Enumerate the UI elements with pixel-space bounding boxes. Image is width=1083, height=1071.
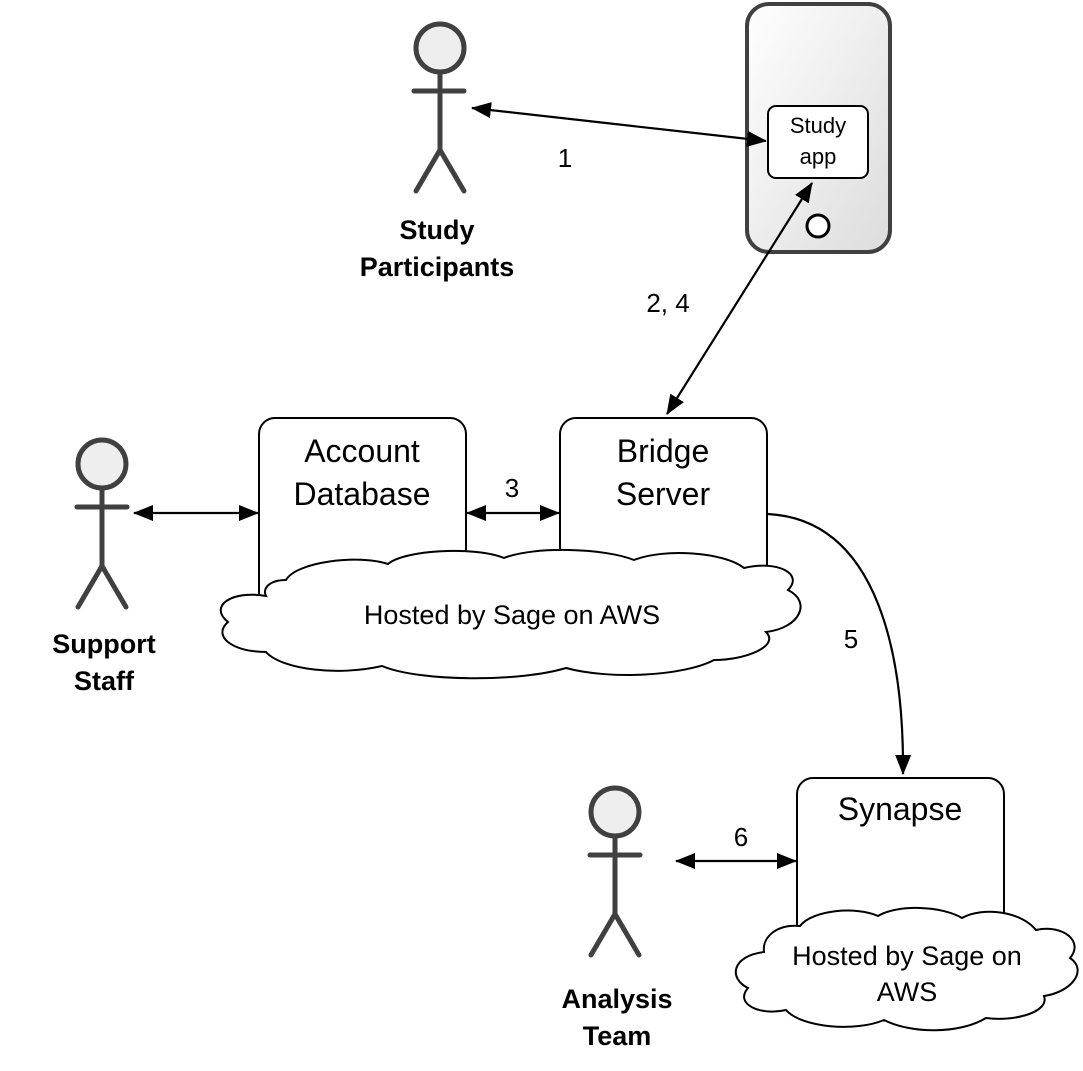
cloud-hosted-aws: Hosted by Sage on AWS — [219, 549, 802, 680]
actor-label-line-2: Participants — [360, 252, 515, 282]
actor-label-line-2: Staff — [74, 666, 135, 696]
actor-leg-left — [588, 911, 618, 958]
edge-label-2-4: 2, 4 — [646, 288, 689, 318]
actor-head — [588, 785, 642, 839]
edge-participants-app — [471, 102, 767, 147]
actor-leg-left — [413, 147, 443, 194]
actor-leg-left — [75, 563, 105, 610]
actor-label-line-1: Support — [52, 629, 155, 659]
cloud-label-line-1: Hosted by Sage on — [792, 941, 1022, 971]
edge-label-6: 6 — [734, 822, 748, 852]
study-app-label-line-2: app — [800, 144, 837, 169]
mobile-device: Study app — [745, 2, 892, 254]
actor-leg-right — [612, 911, 642, 958]
edge-label-3: 3 — [505, 473, 519, 503]
edge-bridge-synapse — [767, 512, 912, 775]
bridge-server-label-line-1: Bridge — [617, 433, 710, 469]
cloud-shape — [219, 549, 802, 680]
actor-analysis-team: Analysis Team — [561, 785, 673, 1051]
cloud-label: Hosted by Sage on AWS — [364, 600, 660, 630]
study-app-screen — [767, 105, 869, 179]
edge-label-1: 1 — [558, 143, 572, 173]
actor-head — [75, 437, 129, 491]
actor-leg-right — [99, 563, 129, 610]
actor-head — [413, 21, 467, 75]
account-database-label-line-1: Account — [304, 433, 420, 469]
actor-study-participants: Study Participants — [360, 21, 515, 282]
synapse-label: Synapse — [838, 791, 963, 827]
edge-app-bridge — [666, 182, 813, 415]
bridge-server-label-line-2: Server — [616, 476, 711, 512]
cloud-hosted-aws-synapse: Hosted by Sage on AWS — [734, 907, 1079, 1032]
account-database-label-line-2: Database — [294, 476, 431, 512]
edge-label-5: 5 — [844, 624, 858, 654]
actor-label-line-1: Analysis — [561, 984, 672, 1014]
home-button-icon — [805, 213, 831, 239]
study-app-label-line-1: Study — [790, 113, 846, 138]
actor-label-line-1: Study — [399, 215, 474, 245]
cloud-label-line-2: AWS — [877, 977, 938, 1007]
actor-leg-right — [437, 147, 467, 194]
cloud-shape — [734, 907, 1079, 1032]
actor-support-staff: Support Staff — [52, 437, 156, 696]
actor-label-line-2: Team — [583, 1021, 652, 1051]
